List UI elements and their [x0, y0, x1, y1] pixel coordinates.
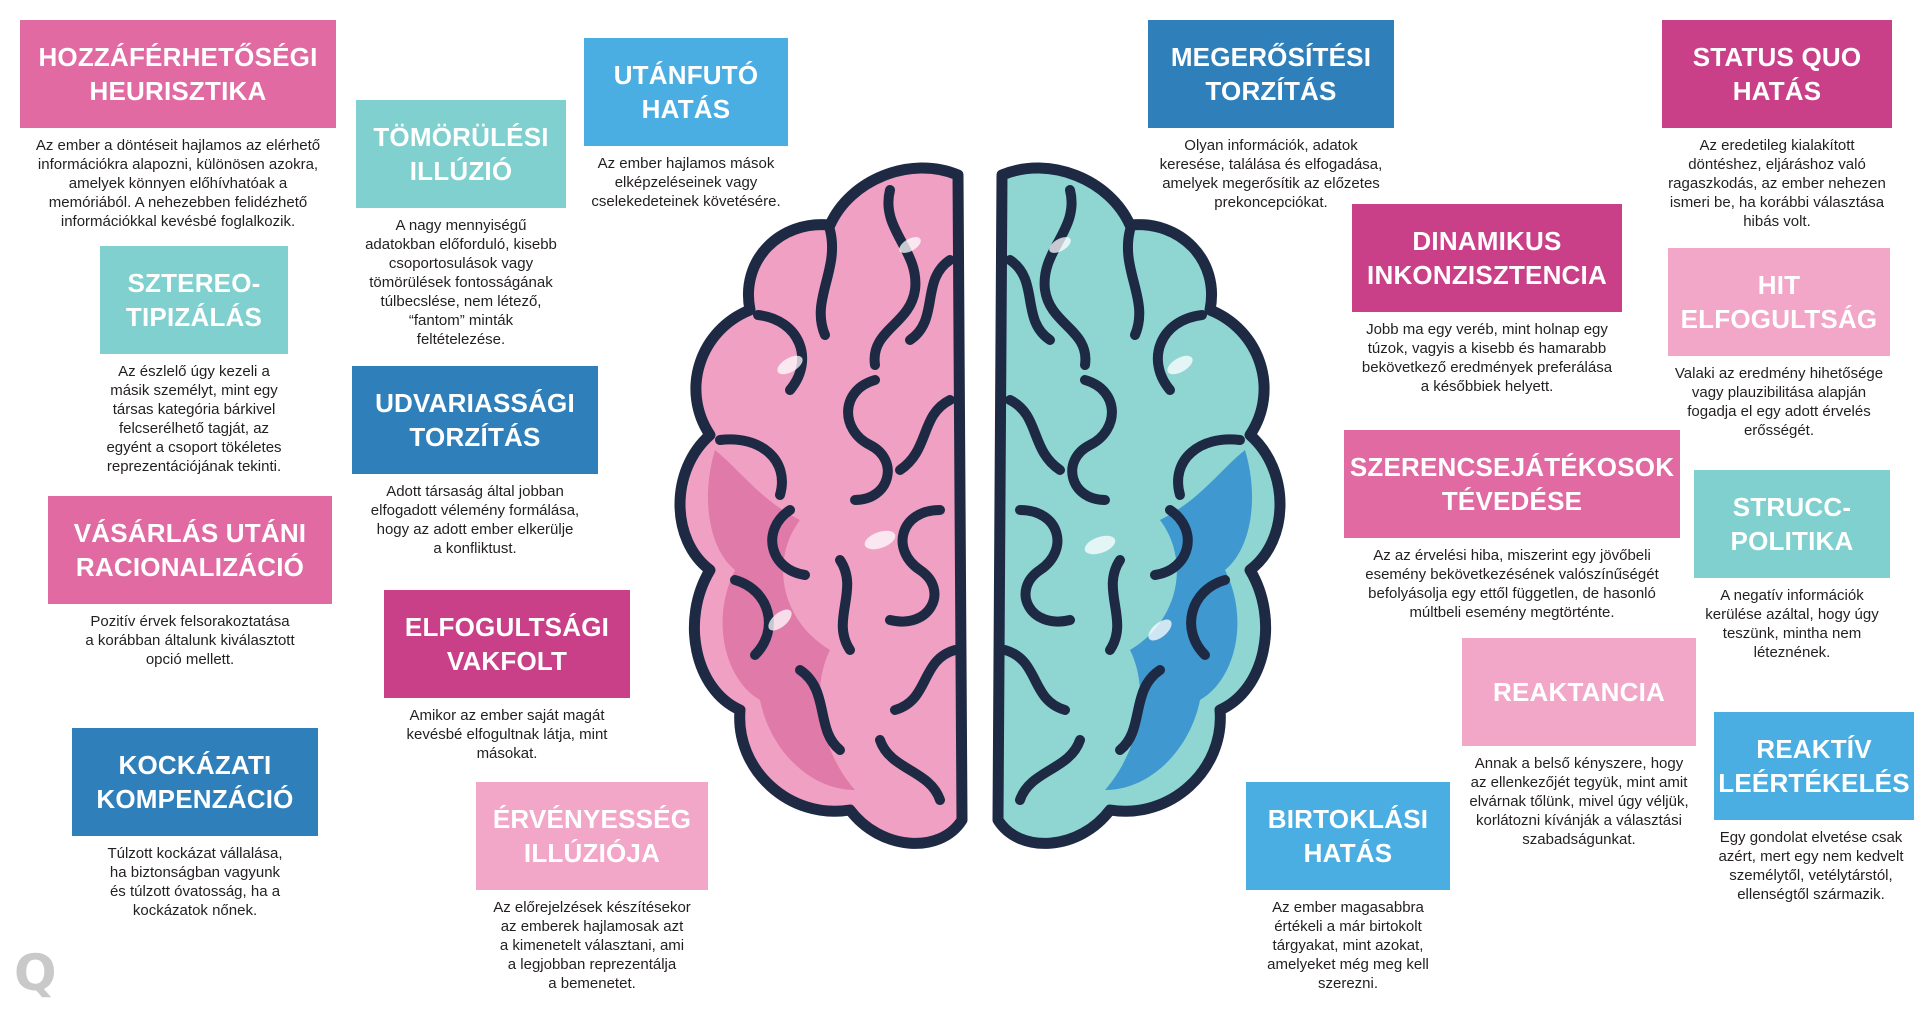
card-description: Az eredetileg kialakított döntéshez, elj… [1668, 137, 1886, 230]
card-description: Annak a belső kényszere, hogy az ellenke… [1469, 755, 1689, 848]
card-description: Az az érvelési hiba, miszerint egy jövőb… [1365, 547, 1659, 621]
card-title: ELFOGULTSÁGI VAKFOLT [384, 590, 630, 698]
card-title: VÁSÁRLÁS UTÁNI RACIONALIZÁCIÓ [48, 496, 332, 604]
card-title: BIRTOKLÁSI HATÁS [1246, 782, 1450, 890]
left-gyri [715, 185, 960, 805]
card-title: MEGERŐSÍTÉSI TORZÍTÁS [1148, 20, 1394, 128]
card-description: Jobb ma egy veréb, mint holnap egy túzok… [1361, 321, 1613, 395]
card-description: Túlzott kockázat vállalása, ha biztonság… [107, 845, 283, 919]
card-title: STATUS QUO HATÁS [1662, 20, 1892, 128]
card-description: Adott társaság által jobban elfogadott v… [370, 483, 580, 557]
card-description: Az észlelő úgy kezeli a másik személyt, … [106, 363, 282, 475]
card-description: Az ember magasabbra értékeli a már birto… [1267, 899, 1429, 992]
card-title: REAKTÍV LEÉRTÉKELÉS [1714, 712, 1914, 820]
card-description: Amikor az ember saját magát kevésbé elfo… [406, 707, 608, 762]
brain-highlights [768, 237, 1193, 641]
card-description: Valaki az eredmény hihetősége vagy plauz… [1674, 365, 1884, 439]
card-description: Az előrejelzések készítésekor az emberek… [493, 899, 691, 992]
card-description: Pozitív érvek felsorakoztatása a korábba… [85, 613, 295, 668]
card-title: KOCKÁZATI KOMPENZÁCIÓ [72, 728, 318, 836]
card-description: A negatív információk kerülése azáltal, … [1705, 587, 1879, 661]
q-logo: Q [14, 944, 57, 1002]
card-title: UDVARIASSÁGI TORZÍTÁS [352, 366, 598, 474]
card-title: ÉRVÉNYESSÉG ILLÚZIÓJA [476, 782, 708, 890]
brain-illustration [674, 162, 1286, 849]
card-description: Egy gondolat elvetése csak azért, mert e… [1718, 829, 1904, 903]
card-description: Az ember hajlamos mások elképzeléseinek … [591, 155, 781, 210]
card-title: TÖMÖRÜLÉSI ILLÚZIÓ [356, 100, 566, 208]
card-description: A nagy mennyiségű adatokban előforduló, … [365, 217, 557, 348]
card-title: SZTEREO- TIPIZÁLÁS [100, 246, 288, 354]
card-title: HIT ELFOGULTSÁG [1668, 248, 1890, 356]
card-title: SZERENCSEJÁTÉKOSOK TÉVEDÉSE [1344, 430, 1680, 538]
card-title: UTÁNFUTÓ HATÁS [584, 38, 788, 146]
card-title: STRUCC- POLITIKA [1694, 470, 1890, 578]
right-gyri [1000, 185, 1245, 805]
card-description: Az ember a döntéseit hajlamos az elérhet… [35, 137, 321, 230]
card-title: REAKTANCIA [1462, 638, 1696, 746]
card-description: Olyan információk, adatok keresése, talá… [1159, 137, 1383, 211]
card-title: HOZZÁFÉRHETŐSÉGI HEURISZTIKA [20, 20, 336, 128]
card-title: DINAMIKUS INKONZISZTENCIA [1352, 204, 1622, 312]
